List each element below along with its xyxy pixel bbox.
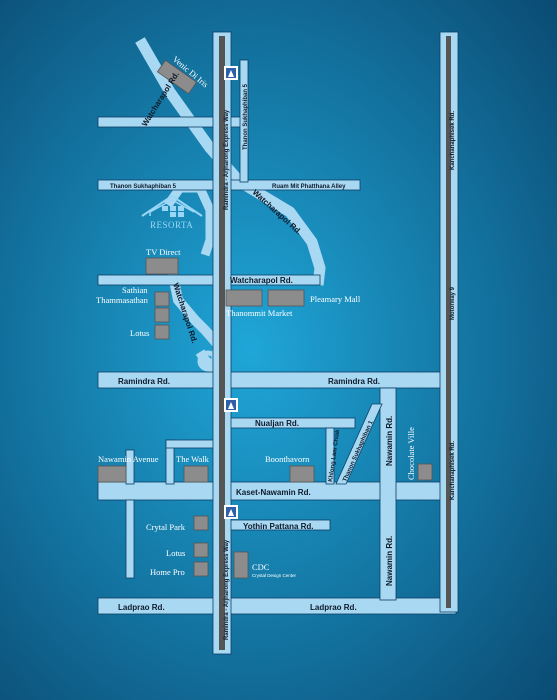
building-cdc <box>233 551 249 579</box>
expressway-sign-icon <box>224 505 238 519</box>
road-navamin <box>379 387 397 601</box>
place-lotus-top: Lotus <box>130 328 149 338</box>
building-lotus-bottom <box>193 542 209 558</box>
label-expressway-top: Ramindra - Arjnarong Express Way <box>224 109 230 210</box>
building-crystal-park <box>193 515 209 531</box>
label-kanchanaphisek-top: Kanchanaphisek Rd. <box>450 111 456 170</box>
building-lotus-top-2 <box>154 324 170 340</box>
label-ramindra-right: Ramindra Rd. <box>328 377 380 386</box>
road-watcharapol-horizontal <box>97 274 321 286</box>
place-thanommit: Thanommit Market <box>226 308 293 318</box>
building-lotus-top-1 <box>154 307 170 323</box>
place-cdc: CDC <box>252 562 270 572</box>
building-nawamin-avenue <box>97 465 127 483</box>
expressway-sign-icon <box>224 398 238 412</box>
road-the-walk-top <box>165 439 215 449</box>
building-chocolate-ville <box>417 463 433 481</box>
building-pleamary <box>267 289 305 307</box>
label-ramindra-left: Ramindra Rd. <box>118 377 170 386</box>
label-kaset-nawamin: Kaset-Nawamin Rd. <box>236 488 311 497</box>
building-boonthavorn <box>289 465 315 483</box>
building-tv-direct <box>145 257 179 275</box>
place-boonthavorn: Boonthavorn <box>265 454 310 464</box>
place-the-walk: The Walk <box>176 454 210 464</box>
building-venic <box>156 59 198 95</box>
place-home-pro: Home Pro <box>150 567 185 577</box>
place-pleamary: Pleamary Mall <box>310 294 361 304</box>
label-watcharapol-mid: Watcharapol Rd. <box>230 276 293 285</box>
building-thanommit <box>225 289 263 307</box>
label-navamin: Nawamin Rd. <box>385 416 394 466</box>
road-sukhaphiban1-diagonal <box>335 403 383 485</box>
road-left-vertical-bottom <box>125 499 135 579</box>
place-resorta: RESORTA <box>150 220 193 230</box>
place-lotus-bottom: Lotus <box>166 548 185 558</box>
place-chocolate-ville: Chocolate Ville <box>406 427 416 480</box>
label-ladprao-left: Ladprao Rd. <box>118 603 165 612</box>
road-motorway9-center <box>446 36 451 608</box>
place-nawamin-avenue: Nawamin Avenue <box>98 454 159 464</box>
label-kanchanaphisek-bottom: Kanchanaphisek Rd. <box>450 441 456 500</box>
place-crystal-park: Crytal Park <box>146 522 186 532</box>
road-watcharapol-diagonal <box>135 37 326 286</box>
label-expressway-bottom: Ramindra - Arjnarong Express Way <box>224 539 230 640</box>
building-sathian <box>154 291 170 307</box>
road-network <box>97 31 459 655</box>
label-ruam-mit: Ruam Mit Phatthana Alley <box>272 184 346 190</box>
label-nualjan: Nualjan Rd. <box>255 419 299 428</box>
label-navamin-lower: Nawamin Rd. <box>385 536 394 586</box>
road-watcharapol-vertical <box>167 269 224 381</box>
buildings <box>97 59 433 579</box>
label-sukhaphiban5-horizontal: Thanon Sukhaphiban 5 <box>110 184 177 190</box>
road-sukhaphiban5-vertical <box>239 59 249 183</box>
road-expressway-center <box>219 36 225 650</box>
road-khlong-lam-chiak <box>325 427 335 485</box>
label-ladprao-right: Ladprao Rd. <box>310 603 357 612</box>
building-home-pro <box>193 561 209 577</box>
house-logo-icon <box>141 194 203 217</box>
label-yothin-pattana: Yothin Pattana Rd. <box>243 522 314 531</box>
label-motorway9: Motorway 9 <box>450 286 456 320</box>
building-the-walk <box>183 465 209 483</box>
place-sathian-line1: Sathian <box>122 285 148 295</box>
place-cdc-full: Crystal Design Center <box>252 573 297 578</box>
label-sukhaphiban5-vertical: Thanon Sukhaphiban 5 <box>243 83 249 150</box>
place-tv-direct: TV Direct <box>146 247 181 257</box>
place-sathian-line2: Thammasathan <box>96 295 149 305</box>
road-resorta-loop <box>164 183 215 257</box>
expressway-sign-icon <box>224 66 238 80</box>
